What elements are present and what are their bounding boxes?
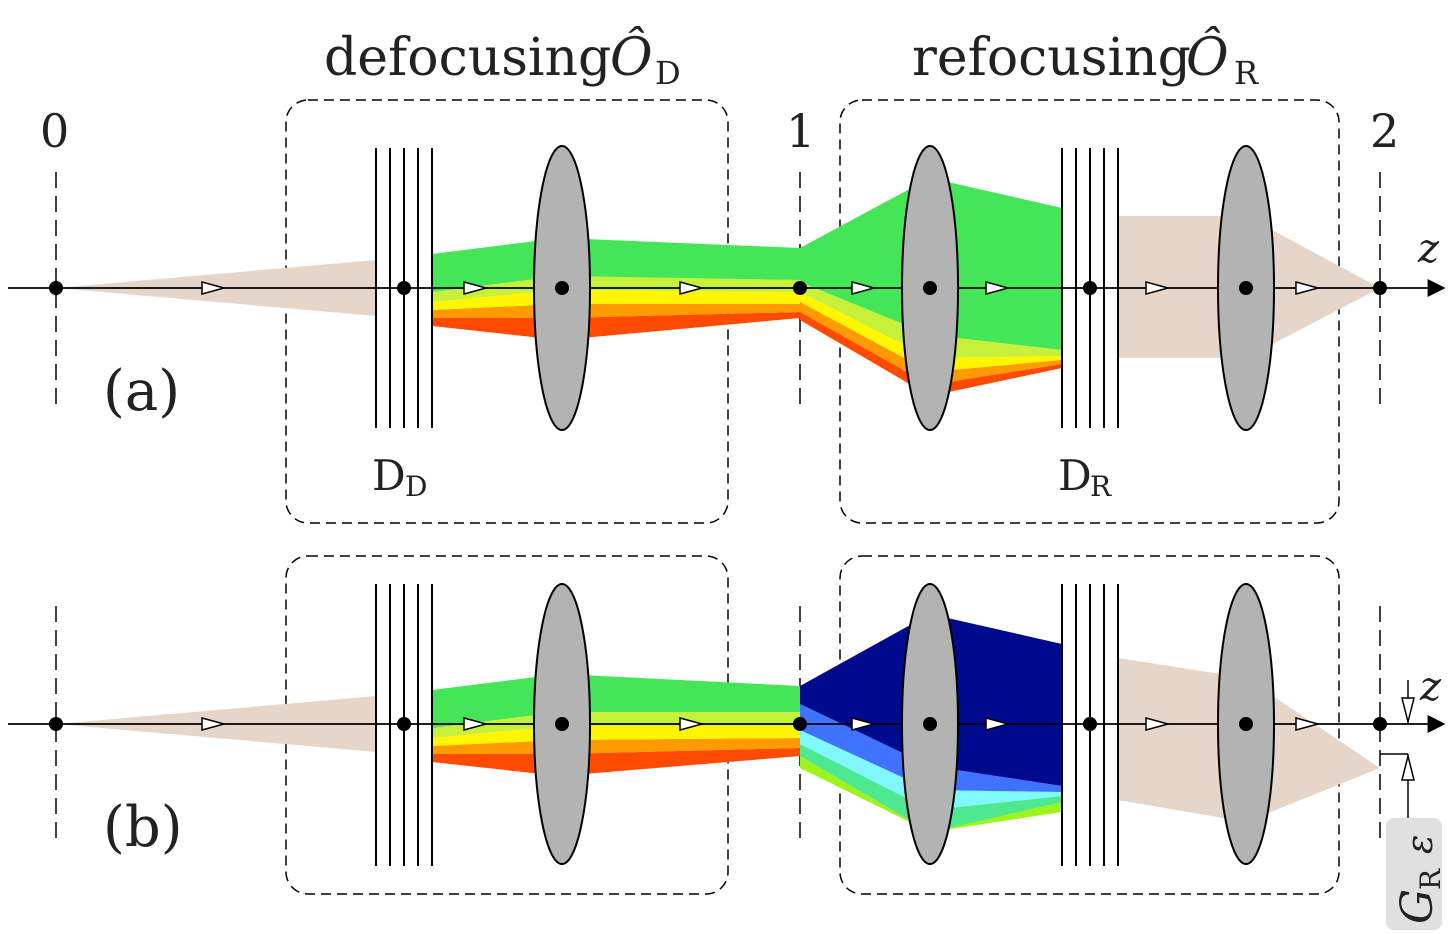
shift-indicator [1380, 680, 1415, 822]
beam-green-b [432, 674, 800, 728]
beam-yellow-a [432, 290, 800, 310]
beam-yellowgreen-b [432, 712, 800, 738]
beam-orange-a [432, 304, 800, 318]
beam-red-b [432, 748, 800, 776]
axis-z-label-a: z [1417, 226, 1440, 272]
beam-seagreen-r-b [800, 744, 1062, 832]
refocusing-box-a [839, 99, 1340, 524]
grating-dd-label: D [372, 451, 406, 500]
plane-label-0: 0 [40, 104, 69, 158]
plane-label-1: 1 [786, 104, 815, 158]
gr-label: G R ε [1392, 835, 1447, 924]
refocusing-heading: refocusing [912, 28, 1191, 88]
defocusing-word: defocusing [324, 28, 611, 88]
beam-orange-b [432, 738, 800, 754]
defocusing-operator: Ô [610, 26, 653, 88]
focal-points-a [49, 281, 1387, 295]
beam-yellowgreen-a [432, 276, 800, 302]
grating-dd-a [375, 148, 433, 428]
axis-z-label-b: z [1419, 664, 1442, 710]
panel-a: z D D D R [8, 99, 1446, 524]
defocusing-operator-sub: D [655, 54, 681, 92]
beam-yellow-b [432, 726, 800, 746]
svg-text:G: G [1392, 889, 1443, 924]
plane-label-2: 2 [1370, 104, 1399, 158]
beam-green-a [432, 238, 800, 292]
gr-box [1386, 818, 1442, 930]
defocusing-box-a [285, 99, 729, 524]
panel-b: z (b) [8, 555, 1447, 930]
refocusing-word: refocusing [912, 28, 1191, 88]
direction-arrow-icons-b [201, 717, 1321, 731]
refocusing-box-b [839, 555, 1340, 895]
defocusing-heading: defocusing [324, 28, 611, 88]
svg-text:ε: ε [1400, 835, 1441, 854]
refocusing-operator-sub: R [1234, 54, 1259, 92]
grating-dr-label: D [1058, 451, 1092, 500]
panel-label-b: (b) [103, 795, 183, 860]
grating-dd-sub: D [405, 470, 427, 503]
focal-points-b [49, 717, 1387, 731]
grating-dr-sub: R [1090, 470, 1112, 503]
refocusing-operator: Ô [1186, 26, 1229, 88]
panel-label-a: (a) [103, 359, 180, 424]
beam-red-a [432, 312, 800, 340]
svg-text:R: R [1414, 868, 1447, 890]
direction-arrow-icons-a [201, 281, 1321, 295]
beam-red-r-a [800, 312, 1062, 396]
